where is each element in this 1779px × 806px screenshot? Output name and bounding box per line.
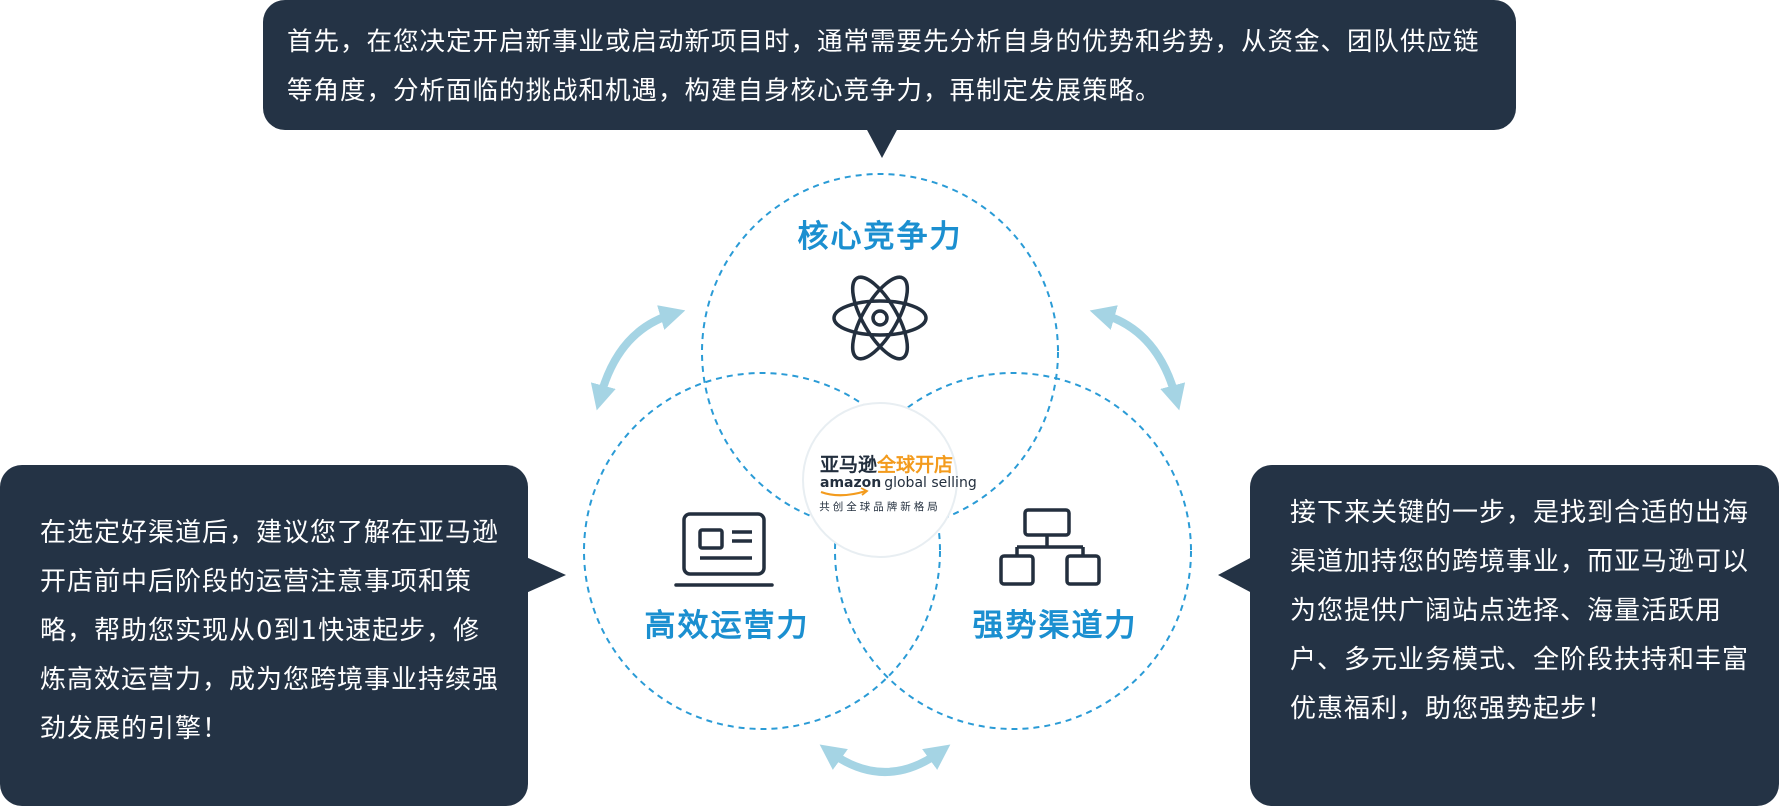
circle-right <box>834 372 1192 730</box>
callout-top-text: 首先，在您决定开启新事业或启动新项目时，通常需要先分析自身的优势和劣势，从资金、… <box>287 27 1480 106</box>
callout-top-pointer <box>866 128 898 158</box>
label-strong-channels: 强势渠道力 <box>973 608 1138 644</box>
svg-text:亚马逊全球开店: 亚马逊全球开店 <box>820 453 953 476</box>
logo-en-amazon: amazon <box>820 475 881 491</box>
label-efficient-operations: 高效运营力 <box>645 608 810 644</box>
cycle-arrow-upper-left <box>590 305 686 411</box>
callout-right-pointer <box>1218 557 1252 593</box>
circle-left <box>583 372 941 730</box>
cycle-arrow-bottom <box>819 744 951 776</box>
callout-left-text: 在选定好渠道后，建议您了解在亚马逊开店前中后阶段的运营注意事项和策略，帮助您实现… <box>40 518 500 744</box>
callout-top: 首先，在您决定开启新事业或启动新项目时，通常需要先分析自身的优势和劣势，从资金、… <box>263 0 1516 130</box>
callout-left-pointer <box>526 557 566 593</box>
logo-cn-dark: 亚马逊 <box>820 454 877 476</box>
atom-icon <box>832 275 928 361</box>
callout-left: 在选定好渠道后，建议您了解在亚马逊开店前中后阶段的运营注意事项和策略，帮助您实现… <box>0 465 528 806</box>
logo-cn-orange: 全球开店 <box>876 453 953 476</box>
id-card-icon <box>674 512 774 587</box>
callout-right: 接下来关键的一步，是找到合适的出海渠道加持您的跨境事业，而亚马逊可以为您提供广阔… <box>1250 465 1779 806</box>
logo-tagline: 共创全球品牌新格局 <box>819 500 941 513</box>
hierarchy-icon <box>999 508 1101 586</box>
callout-right-text: 接下来关键的一步，是找到合适的出海渠道加持您的跨境事业，而亚马逊可以为您提供广阔… <box>1290 498 1750 724</box>
cycle-arrow-upper-right <box>1089 305 1186 411</box>
logo-en-global-selling: global selling <box>884 475 976 491</box>
label-core-competitiveness: 核心竞争力 <box>798 219 963 255</box>
logo-smile <box>820 489 867 497</box>
